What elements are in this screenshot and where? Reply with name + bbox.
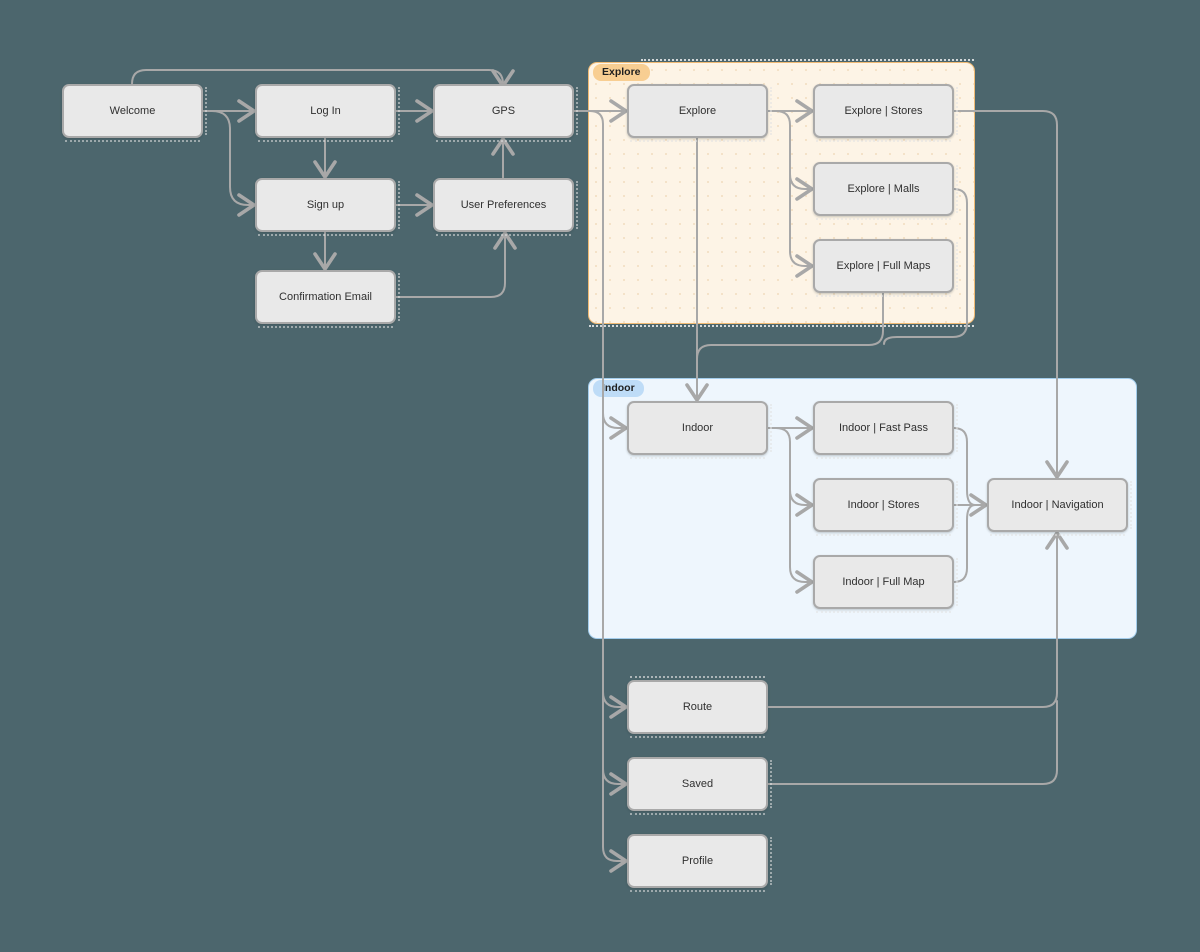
- node-user-preferences[interactable]: User Preferences: [433, 178, 578, 236]
- connector-explore-stores-to-indoor-navigation[interactable]: [953, 110, 1069, 479]
- node-label: Route: [682, 701, 713, 713]
- node-label: Indoor | Fast Pass: [838, 422, 929, 434]
- connector-explore-malls-to-indoor[interactable]: [883, 188, 968, 345]
- connector-confirmation-email-to-user-preferences[interactable]: [395, 231, 517, 298]
- connector-explore-full-maps-to-indoor[interactable]: [696, 292, 884, 360]
- node-label: Explore | Stores: [844, 105, 923, 117]
- node-indoor-fast-pass[interactable]: Indoor | Fast Pass: [813, 401, 958, 459]
- connector-welcome-to-signup[interactable]: [211, 110, 256, 217]
- node-label: Explore: [678, 105, 717, 117]
- node-route[interactable]: Route: [627, 676, 768, 738]
- node-explore-stores[interactable]: Explore | Stores: [813, 84, 958, 142]
- node-label: Saved: [681, 778, 714, 790]
- connector-gps-to-profile[interactable]: [589, 110, 628, 873]
- node-label: Indoor | Navigation: [1011, 499, 1104, 511]
- node-label: Welcome: [109, 105, 156, 117]
- connector-indoor-to-indoor-stores[interactable]: [775, 427, 814, 517]
- node-label: Log In: [310, 105, 341, 117]
- node-confirmation-email[interactable]: Confirmation Email: [255, 270, 400, 328]
- connector-route-to-indoor-navigation[interactable]: [767, 531, 1069, 708]
- node-explore[interactable]: Explore: [627, 84, 772, 142]
- node-label: Explore | Malls: [847, 183, 920, 195]
- connector-indoor-full-map-to-indoor-navigation[interactable]: [953, 504, 976, 583]
- node-indoor[interactable]: Indoor: [627, 401, 772, 459]
- connector-indoor-to-indoor-full-map[interactable]: [789, 459, 814, 594]
- node-indoor-navigation[interactable]: Indoor | Navigation: [987, 478, 1132, 536]
- section-indoor-label[interactable]: Indoor: [593, 380, 644, 397]
- connector-indoor-fast-pass-to-indoor-navigation[interactable]: [953, 427, 976, 506]
- connector-explore-to-explore-malls[interactable]: [775, 110, 814, 201]
- node-saved[interactable]: Saved: [627, 757, 772, 815]
- connector-gps-to-indoor[interactable]: [602, 412, 628, 440]
- node-indoor-stores[interactable]: Indoor | Stores: [813, 478, 958, 536]
- node-label: Indoor | Stores: [847, 499, 920, 511]
- connector-saved-to-indoor-navigation[interactable]: [767, 700, 1058, 785]
- node-explore-full-maps[interactable]: Explore | Full Maps: [813, 239, 958, 297]
- connector-gps-to-route[interactable]: [602, 691, 628, 719]
- node-label: Sign up: [306, 199, 345, 211]
- connector-explore-to-explore-full-maps[interactable]: [789, 149, 814, 278]
- node-label: Indoor: [681, 422, 714, 434]
- node-label: Confirmation Email: [279, 291, 372, 303]
- node-label: GPS: [491, 105, 516, 117]
- node-label: Profile: [681, 855, 714, 867]
- node-label: Explore | Full Maps: [836, 260, 931, 272]
- node-welcome[interactable]: Welcome: [62, 84, 207, 142]
- node-login[interactable]: Log In: [255, 84, 400, 142]
- node-explore-malls[interactable]: Explore | Malls: [813, 162, 958, 220]
- node-label: Indoor | Full Map: [842, 576, 925, 588]
- node-profile[interactable]: Profile: [627, 834, 772, 892]
- node-gps[interactable]: GPS: [433, 84, 578, 142]
- node-indoor-full-map[interactable]: Indoor | Full Map: [813, 555, 958, 613]
- connector-gps-to-saved[interactable]: [602, 768, 628, 796]
- node-label: User Preferences: [460, 199, 547, 211]
- connector-welcome-to-gps[interactable]: [131, 69, 515, 88]
- node-signup[interactable]: Sign up: [255, 178, 400, 236]
- section-explore-label[interactable]: Explore: [593, 64, 650, 81]
